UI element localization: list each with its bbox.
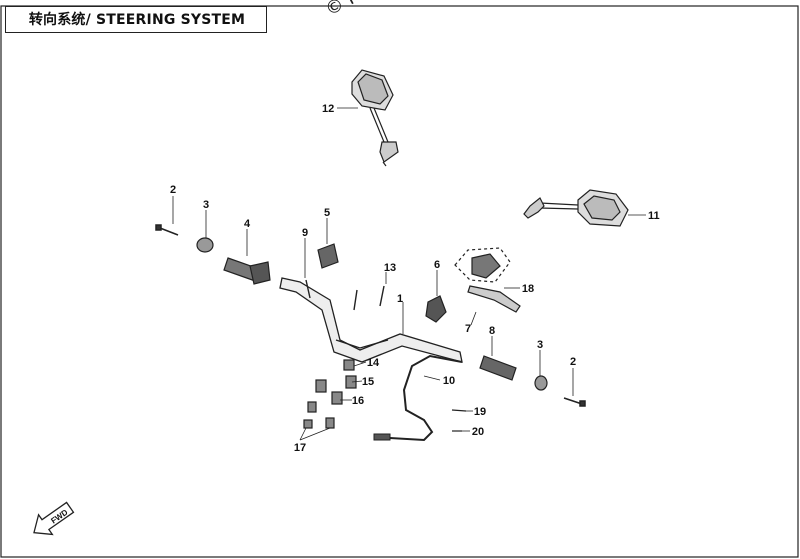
callout-label: 3: [537, 339, 543, 351]
housing-6-part: [425, 295, 447, 323]
leader-lines: [172, 107, 646, 441]
switch-housing-5-part: [317, 243, 339, 269]
page-title: 转向系统/ STEERING SYSTEM: [28, 12, 246, 28]
callout-label: 2: [570, 356, 576, 368]
callout-label: 5: [324, 207, 330, 219]
bolt-2-left-part: [155, 224, 179, 236]
small-parts-part: [303, 359, 467, 432]
callout-label: 6: [434, 259, 440, 271]
callout-label: 16: [352, 395, 364, 407]
callout-label: 12: [322, 103, 334, 115]
callout-label: 4: [244, 218, 251, 230]
mirror-12-part: [351, 69, 399, 167]
bar-end-3-right-part: [534, 375, 548, 391]
bar-end-3-left-part: [196, 237, 214, 253]
screws-9-13-part: [305, 279, 385, 311]
title-box: 转向系统/ STEERING SYSTEM: [5, 6, 267, 33]
grip-8-part: [479, 355, 517, 381]
callout-label: 19: [474, 406, 486, 418]
callout-label: 10: [443, 375, 455, 387]
throttle-grip-4-part: [223, 257, 271, 285]
callout-label: 3: [203, 199, 209, 211]
outer-border: [0, 5, 799, 558]
callout-label: 9: [302, 227, 308, 239]
callout-label: 20: [472, 426, 484, 438]
callout-label: 13: [384, 262, 396, 274]
cable-10-part: [373, 354, 463, 442]
callout-label: 1: [397, 293, 403, 305]
callout-label: 15: [362, 376, 374, 388]
brake-lever-7-part: [454, 247, 521, 313]
callout-label: 8: [489, 325, 495, 337]
callout-label: 17: [294, 442, 306, 454]
mirror-11-part: [523, 189, 629, 227]
callout-label: 7: [465, 323, 471, 335]
callout-label: 11: [648, 210, 660, 222]
callout-label: 14: [367, 357, 380, 369]
callout-label: 2: [170, 184, 176, 196]
bolt-2-right-part: [563, 397, 586, 407]
fwd-arrow-icon: FWD: [33, 501, 75, 536]
callout-label: 18: [522, 283, 534, 295]
